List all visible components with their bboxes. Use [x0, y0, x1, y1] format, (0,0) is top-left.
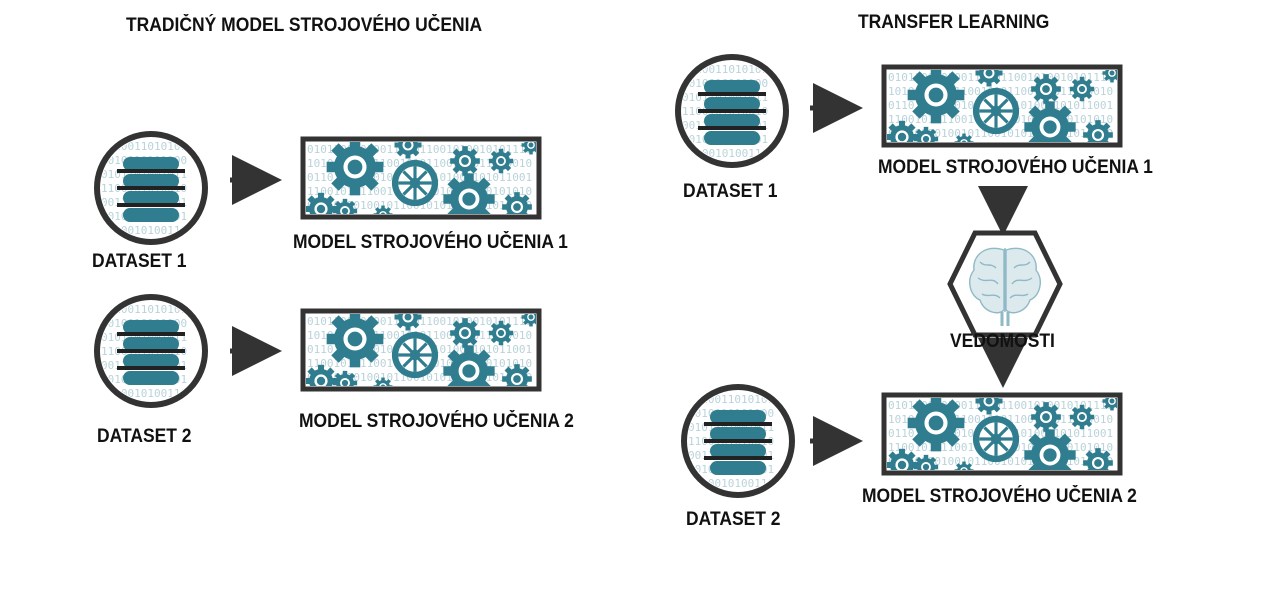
- left-dataset-1-label: DATASET 1: [92, 251, 187, 272]
- right-dataset-1-label: DATASET 1: [683, 181, 778, 202]
- left-title: TRADIČNÝ MODEL STROJOVÉHO UČENIA: [126, 15, 483, 36]
- right-dataset-2-label: DATASET 2: [686, 509, 781, 530]
- right-model-2-box: [884, 388, 1121, 482]
- left-dataset-2-label: DATASET 2: [97, 426, 192, 447]
- right-dataset-2-icon: [684, 387, 792, 495]
- right-dataset-1-icon: [678, 57, 786, 165]
- left-dataset-1-icon: [97, 134, 205, 242]
- knowledge-label: VEDOMOSTI: [950, 331, 1055, 352]
- right-model-1-label: MODEL STROJOVÉHO UČENIA 1: [878, 157, 1153, 178]
- left-dataset-2-icon: [97, 297, 205, 405]
- right-model-1-box: [884, 60, 1121, 154]
- knowledge-brain-icon: [947, 230, 1063, 338]
- left-model-2-box: [303, 304, 540, 398]
- right-title: TRANSFER LEARNING: [858, 12, 1050, 33]
- left-model-1-box: [303, 132, 540, 226]
- left-model-2-label: MODEL STROJOVÉHO UČENIA 2: [299, 411, 574, 432]
- right-model-2-label: MODEL STROJOVÉHO UČENIA 2: [862, 486, 1137, 507]
- left-model-1-label: MODEL STROJOVÉHO UČENIA 1: [293, 232, 568, 253]
